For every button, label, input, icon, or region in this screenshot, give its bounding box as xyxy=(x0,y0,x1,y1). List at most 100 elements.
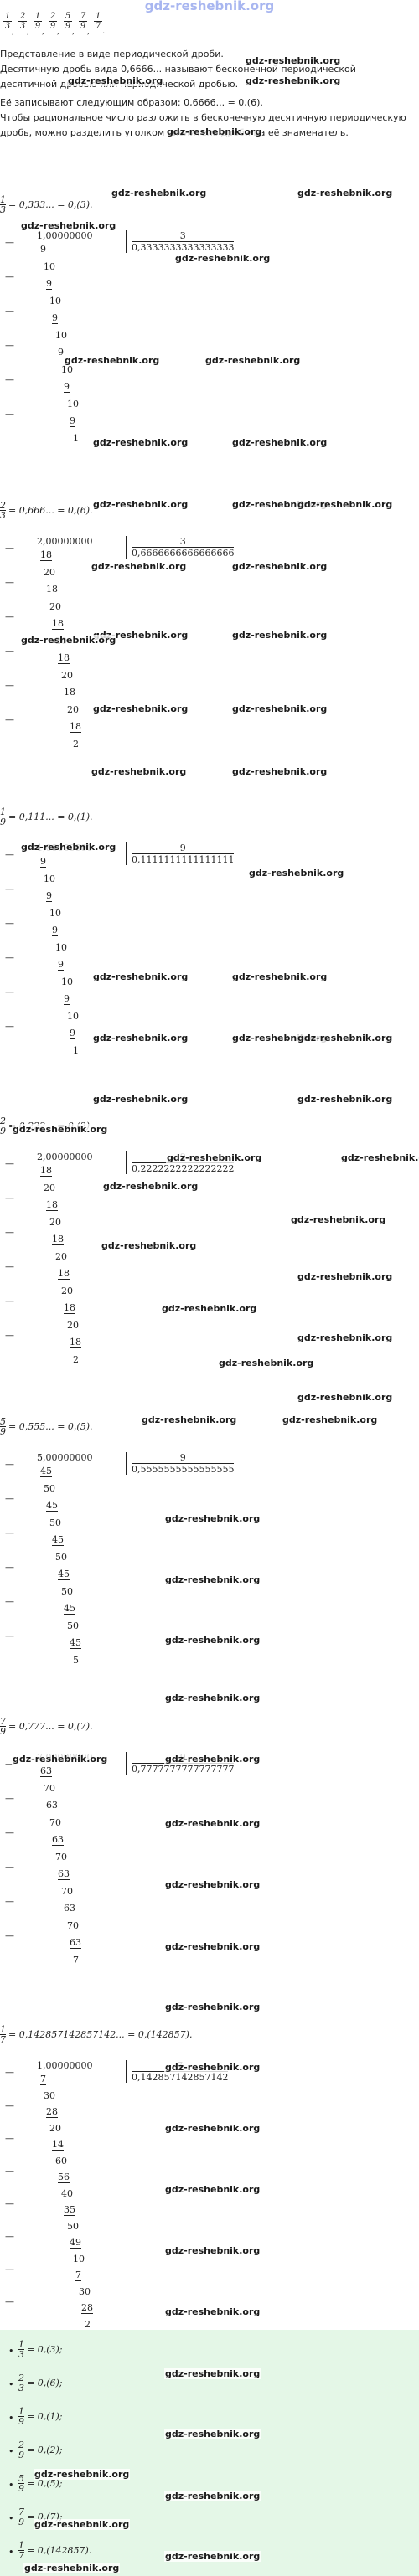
dividend: 2,00000000 xyxy=(37,1151,93,1162)
minus-sign: — xyxy=(5,374,14,385)
watermark-text: gdz-reshebnik.org xyxy=(297,499,394,510)
division-step: 10 xyxy=(49,907,61,919)
watermark-text: gdz-reshebnik.org xyxy=(164,2429,261,2439)
division-step: 9 xyxy=(40,856,46,868)
watermark-text: gdz-reshebnik.org xyxy=(161,1303,258,1314)
minus-sign: — xyxy=(5,1826,14,1838)
division-step: 20 xyxy=(49,1216,61,1228)
division-step: 10 xyxy=(55,941,67,953)
fraction-separator: , xyxy=(72,27,75,36)
fraction-bar xyxy=(18,21,27,22)
bullet: • xyxy=(8,2413,14,2424)
division-result: = 0,666... = 0,(6). xyxy=(8,504,93,516)
minus-sign: — xyxy=(5,849,14,860)
site-watermark-top: gdz-reshebnik.org xyxy=(144,0,275,13)
summary-value: = 0,(5); xyxy=(27,2477,63,2489)
dividend: 1,00000000 xyxy=(37,230,93,241)
watermark-text: gdz-reshebnik.org xyxy=(164,1574,261,1585)
division-result: = 0,333... = 0,(3). xyxy=(8,198,93,210)
minus-sign: — xyxy=(5,1492,14,1504)
quotient: 0,142857142857142 xyxy=(132,2072,229,2083)
division-step: 35 xyxy=(64,2204,75,2216)
fraction-numerator: 2 xyxy=(19,12,26,21)
division-step: 28 xyxy=(81,2302,93,2314)
quotient: 0,5555555555555555 xyxy=(132,1464,235,1475)
quotient: 0,3333333333333333 xyxy=(132,242,235,253)
fraction-bar xyxy=(79,21,87,22)
watermark-text: gdz-reshebnik.org xyxy=(204,355,302,366)
minus-sign: — xyxy=(5,679,14,691)
fraction-denominator: 9 xyxy=(0,1726,6,1737)
fraction-numerator: 1 xyxy=(18,2406,24,2417)
watermark-text: gdz-reshebnik.org xyxy=(101,1240,198,1251)
division-step: 9 xyxy=(40,244,46,255)
division-step: 7 xyxy=(75,2269,81,2281)
division-step: 18 xyxy=(52,1234,64,1245)
minus-sign: — xyxy=(5,1527,14,1538)
watermark-text: gdz-reshebnik.org xyxy=(12,1124,109,1135)
division-step: 18 xyxy=(40,549,52,561)
minus-sign: — xyxy=(5,2197,14,2209)
watermark-text: gdz-reshebnik.org xyxy=(231,766,328,777)
watermark-text: gdz-reshebnik.org xyxy=(12,1754,109,1765)
minus-sign: — xyxy=(5,1329,14,1341)
watermark-text: gdz-reshebnik.org xyxy=(164,1692,261,1703)
minus-sign: — xyxy=(5,1792,14,1804)
division-step: 50 xyxy=(55,1551,67,1563)
watermark-text: gdz-reshebnik.org xyxy=(297,1392,394,1403)
division-step: 9 xyxy=(46,278,52,290)
watermark-text: gdz-reshebnik.org xyxy=(231,561,328,572)
fraction-numerator: 1 xyxy=(0,194,6,205)
fraction-denominator: 7 xyxy=(18,2550,24,2561)
division-step: 63 xyxy=(70,1937,81,1949)
minus-sign: — xyxy=(5,1561,14,1573)
watermark-text: gdz-reshebnik.org xyxy=(164,1941,261,1952)
minus-sign: — xyxy=(5,2165,14,2177)
intro-paragraph-3: Её записывают следующим образом: 0,6666.… xyxy=(0,97,263,108)
division-step: 18 xyxy=(70,1337,81,1348)
watermark-text: gdz-reshebnik.org xyxy=(92,703,189,714)
division-step: 10 xyxy=(44,873,55,884)
watermark-text: gdz-reshebnik.org xyxy=(92,1033,189,1043)
intro-paragraph-1: Представление в виде периодической дроби… xyxy=(0,49,224,59)
fraction-denominator: 9 xyxy=(18,2416,24,2427)
division-step: 50 xyxy=(67,1620,79,1631)
division-step: 20 xyxy=(49,600,61,612)
minus-sign: — xyxy=(5,1226,14,1238)
division-step: 20 xyxy=(67,1319,79,1331)
fraction-numerator: 1 xyxy=(34,12,41,21)
division-step: 9 xyxy=(64,993,70,1005)
fraction-bar xyxy=(34,21,42,22)
division-step: 7 xyxy=(73,1954,79,1965)
fraction-separator: , xyxy=(12,27,15,36)
dividend: 5,00000000 xyxy=(37,1452,93,1463)
division-step: 20 xyxy=(55,1250,67,1262)
minus-sign: — xyxy=(5,986,14,997)
divisor: 3 xyxy=(132,536,235,548)
division-step: 9 xyxy=(64,381,70,393)
watermark-text: gdz-reshebnik.org xyxy=(218,1358,315,1368)
minus-sign: — xyxy=(5,1759,14,1770)
minus-sign: — xyxy=(5,917,14,929)
division-step: 63 xyxy=(40,1765,52,1777)
quotient: 0,2222222222222222 xyxy=(132,1163,235,1174)
watermark-text: gdz-reshebnik.org xyxy=(164,2551,261,2562)
intro-paragraph-2: Десятичную дробь вида 0,6666... называют… xyxy=(0,64,356,90)
minus-sign: — xyxy=(5,611,14,622)
minus-sign: — xyxy=(5,1895,14,1907)
fraction-numerator: 1 xyxy=(18,2339,24,2350)
minus-sign: — xyxy=(5,645,14,657)
fraction-bar xyxy=(94,21,102,22)
watermark-text: gdz-reshebnik.org xyxy=(166,1152,263,1163)
watermark-text: gdz-reshebnik.org xyxy=(20,220,117,231)
watermark-text: gdz-reshebnik.org xyxy=(340,1152,419,1163)
watermark-text: gdz-reshebnik.org xyxy=(166,126,263,137)
watermark-text: gdz-reshebnik.org xyxy=(164,1635,261,1646)
